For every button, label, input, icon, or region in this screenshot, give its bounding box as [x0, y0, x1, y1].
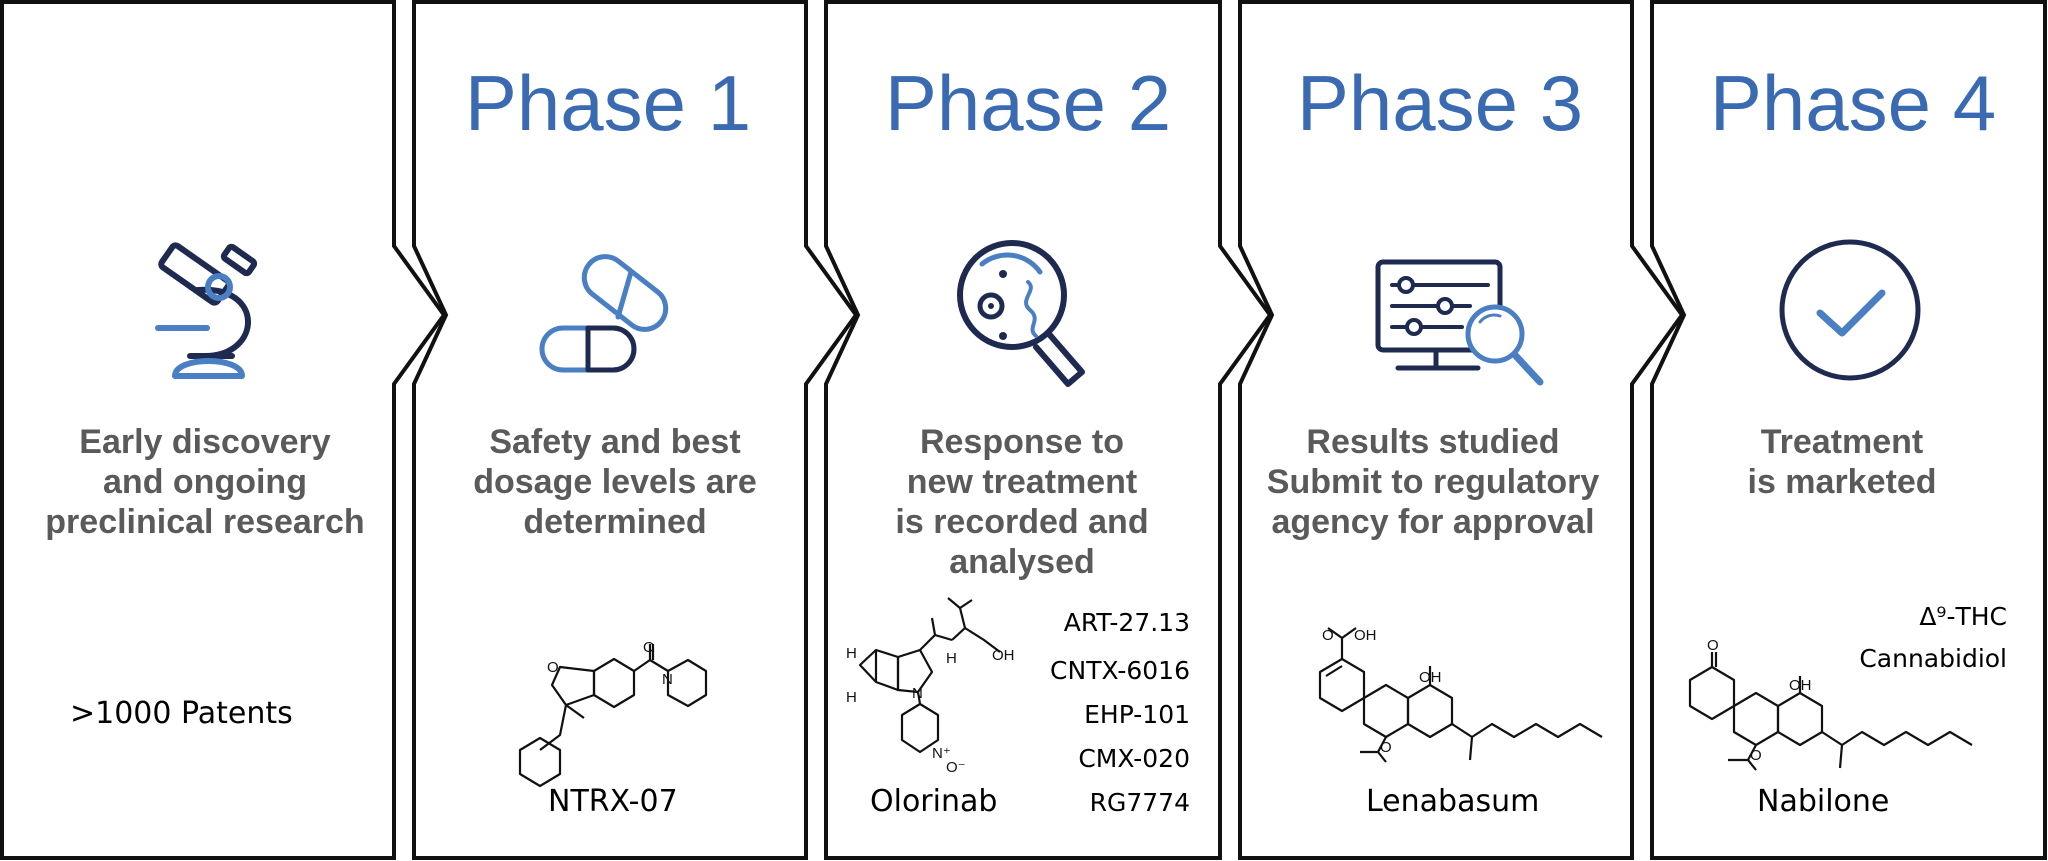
- compound-nabilone: Nabilone: [1757, 784, 1890, 819]
- microscope-icon: [155, 242, 258, 379]
- atom-label-h: H: [846, 689, 857, 706]
- atom-label-nh: H: [946, 650, 957, 667]
- compound-rg7774: RG7774: [1089, 788, 1190, 817]
- structure-ntrx-07: [518, 644, 708, 788]
- atom-label-o: O: [1380, 739, 1392, 756]
- structure-olorinab: [858, 597, 1001, 754]
- description-line: Submit to regulatory: [1266, 463, 1600, 501]
- compound-art-27-13: ART-27.13: [1063, 608, 1190, 637]
- phase-3-title: Phase 3: [1296, 59, 1584, 147]
- phase-1-title: Phase 1: [464, 59, 752, 147]
- description-line: Results studied: [1306, 423, 1560, 461]
- structure-lenabasum: [1318, 627, 1603, 763]
- preclinical-description: Early discovery and ongoing preclinical …: [15, 422, 395, 542]
- atom-label-n: N: [662, 671, 673, 688]
- compound-delta9-thc: Δ⁹-THC: [1919, 602, 2007, 631]
- compound-cmx-020: CMX-020: [1078, 744, 1190, 773]
- atom-label-o: O: [1707, 637, 1719, 654]
- phase-3-description: Results studied Submit to regulatory age…: [1243, 422, 1623, 542]
- panel-phase-3: [1238, 0, 1685, 860]
- capsules-icon: [539, 254, 669, 373]
- atom-label-o: O: [1322, 627, 1334, 644]
- compound-ehp-101: EHP-101: [1084, 700, 1190, 729]
- checkmark-circle-icon: [1779, 239, 1921, 381]
- compound-lenabasum: Lenabasum: [1366, 784, 1540, 819]
- description-line: Safety and best: [489, 423, 741, 461]
- description-line: analysed: [949, 543, 1095, 581]
- description-line: Response to: [919, 423, 1125, 461]
- phase-4-description: Treatment is marketed: [1652, 422, 2032, 502]
- description-line: preclinical research: [45, 503, 365, 541]
- compound-cntx-6016: CNTX-6016: [1050, 656, 1190, 685]
- compound-cannabidiol: Cannabidiol: [1859, 644, 2007, 673]
- compound-ntrx-07: NTRX-07: [548, 784, 678, 819]
- monitor-analysis-icon: [1375, 259, 1544, 386]
- description-line: dosage levels are: [473, 463, 757, 501]
- structure-nabilone: [1688, 652, 1973, 771]
- description-line: determined: [523, 503, 707, 541]
- atom-label-oh: OH: [1419, 669, 1442, 686]
- description-line: and ongoing: [103, 463, 307, 501]
- atom-label-o: O: [1750, 747, 1762, 764]
- description-line: new treatment: [906, 463, 1138, 501]
- atom-label-o-minus: O⁻: [946, 759, 966, 776]
- atom-label-h: H: [846, 645, 857, 662]
- panel-phase-2: [824, 0, 1273, 860]
- phase-4-title: Phase 4: [1709, 59, 1997, 147]
- description-line: is recorded and: [895, 503, 1149, 541]
- description-line: Treatment: [1760, 423, 1924, 461]
- atom-label-n: N: [912, 685, 923, 702]
- phase-1-description: Safety and best dosage levels are determ…: [425, 422, 805, 542]
- atom-label-oh: OH: [1789, 677, 1812, 694]
- panel-phase-1: [412, 0, 859, 860]
- compound-olorinab: Olorinab: [870, 784, 998, 819]
- atom-label-o: O: [643, 639, 655, 656]
- panel-phase-4: [1650, 0, 2047, 860]
- phase-2-description: Response to new treatment is recorded an…: [832, 422, 1212, 582]
- patents-label: >1000 Patents: [70, 696, 293, 731]
- description-line: is marketed: [1747, 463, 1937, 501]
- description-line: agency for approval: [1271, 503, 1595, 541]
- phase-2-title: Phase 2: [884, 59, 1172, 147]
- atom-label-oh: OH: [1354, 627, 1377, 644]
- atom-label-oh: OH: [992, 647, 1015, 664]
- description-line: Early discovery: [79, 423, 331, 461]
- panel-preclinical: [0, 0, 447, 860]
- atom-label-o: O: [547, 659, 559, 676]
- atom-label-n-oxide: N⁺: [932, 745, 951, 762]
- magnifier-microbes-icon: [957, 240, 1085, 387]
